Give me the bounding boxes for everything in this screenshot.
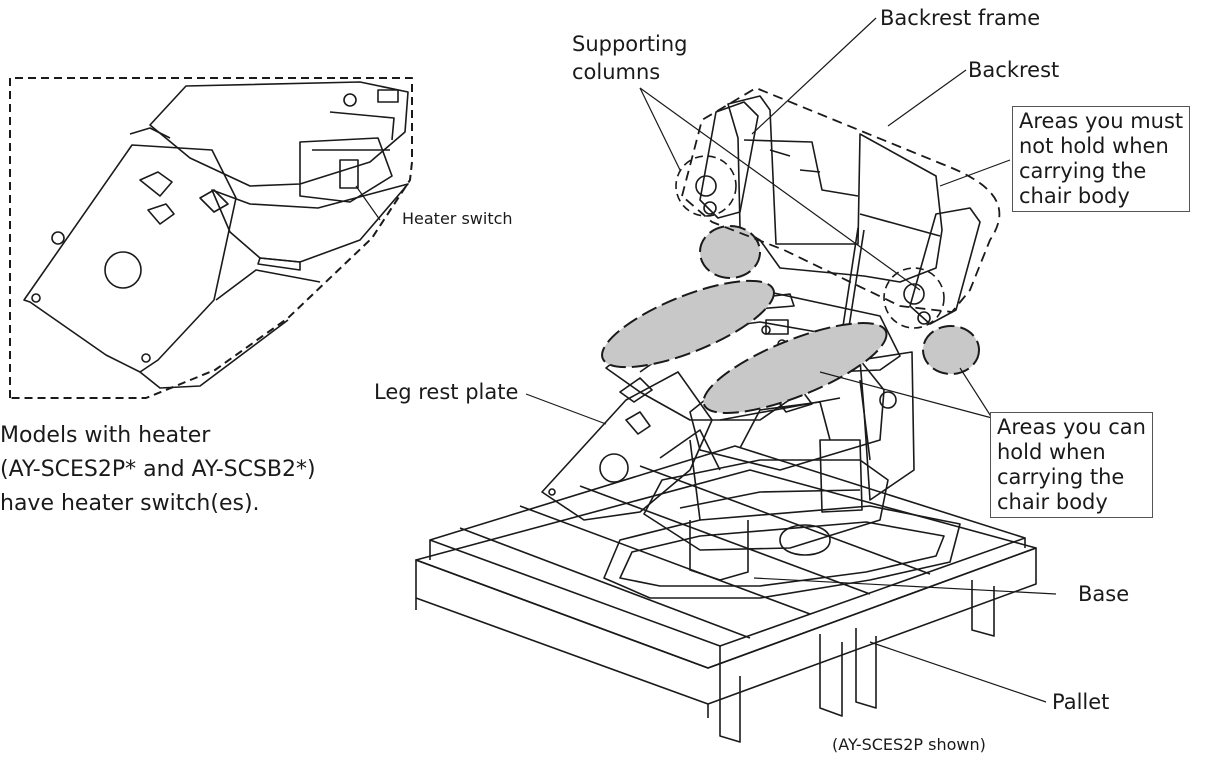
supporting-columns-label-line1: Supporting [572, 32, 688, 56]
inset-detail [9, 77, 413, 399]
must-not-hold-callout: Areas you must not hold when carrying th… [1012, 106, 1191, 212]
supporting-columns-label-line2: columns [572, 60, 661, 84]
heater-note-line2: (AY-SCES2P* and AY-SCSB2*) [0, 457, 316, 482]
model-shown-label: (AY-SCES2P shown) [832, 735, 986, 754]
must-not-hold-line3: carrying the [1019, 159, 1147, 183]
column-circle-right [883, 267, 945, 329]
backrest-label: Backrest [968, 58, 1060, 82]
heater-note-line3: have heater switch(es). [0, 491, 260, 516]
backrest-outline [681, 87, 1001, 313]
heater-note-line1: Models with heater [0, 423, 211, 448]
base-label: Base [1078, 582, 1130, 606]
can-hold-line2: hold when [997, 440, 1106, 464]
can-hold-line1: Areas you can [997, 415, 1146, 439]
can-hold-line4: chair body [997, 490, 1108, 514]
pallet [415, 445, 1037, 743]
leader-lines [355, 17, 1057, 703]
cannot-hold-area-left [699, 225, 761, 279]
cannot-hold-area-right [922, 325, 980, 375]
can-hold-line3: carrying the [997, 465, 1125, 489]
hold-areas [601, 225, 980, 414]
column-circle-left [675, 155, 737, 217]
must-not-hold-line1: Areas you must [1019, 109, 1184, 133]
leg-rest-plate-label: Leg rest plate [374, 380, 519, 404]
can-hold-area-right [702, 322, 888, 414]
heater-switch-label: Heater switch [402, 209, 513, 228]
chair-base [603, 505, 961, 599]
must-not-hold-line4: chair body [1019, 184, 1130, 208]
pallet-label: Pallet [1052, 690, 1110, 714]
chair-body [541, 95, 981, 581]
backrest-frame-label: Backrest frame [880, 6, 1041, 30]
can-hold-area-left [601, 279, 775, 369]
can-hold-callout: Areas you can hold when carrying the cha… [990, 412, 1153, 518]
must-not-hold-line2: not hold when [1019, 134, 1169, 158]
